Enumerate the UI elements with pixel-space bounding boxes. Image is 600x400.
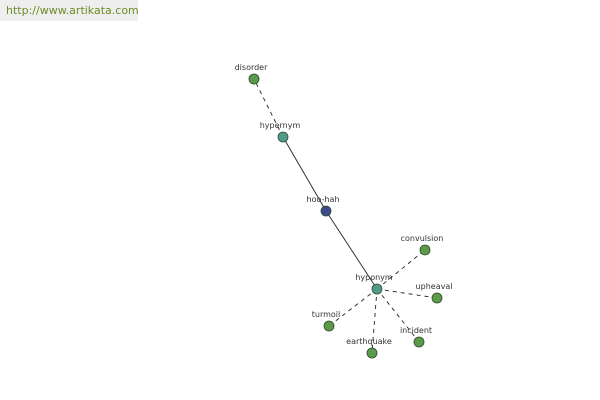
node-label-hoo-hah: hoo-hah (307, 195, 340, 204)
node-circle-upheaval[interactable] (431, 292, 443, 304)
edge-hypernym-hoo-hah (282, 136, 327, 212)
node-label-upheaval: upheaval (416, 282, 453, 291)
node-label-hypernym: hypernym (260, 121, 301, 130)
edge-hypernym-disorder (253, 78, 284, 138)
edges-layer (253, 78, 438, 354)
node-turmoil[interactable]: turmoil (312, 310, 341, 332)
node-label-hyponym: hyponym (355, 273, 393, 282)
node-circle-hoo-hah[interactable] (320, 205, 332, 217)
edge-hyponym-upheaval (376, 288, 438, 299)
node-circle-hypernym[interactable] (277, 131, 289, 143)
node-circle-incident[interactable] (413, 336, 425, 348)
node-circle-disorder[interactable] (248, 73, 260, 85)
node-earthquake[interactable]: earthquake (346, 337, 392, 359)
node-circle-turmoil[interactable] (323, 320, 335, 332)
edge-hyponym-earthquake (371, 288, 378, 354)
node-label-earthquake: earthquake (346, 337, 392, 346)
node-label-convulsion: convulsion (401, 234, 444, 243)
node-circle-convulsion[interactable] (419, 244, 431, 256)
node-convulsion[interactable]: convulsion (401, 234, 444, 256)
node-hypernym[interactable]: hypernym (260, 121, 301, 143)
edge-hyponym-incident (376, 288, 420, 343)
node-circle-hyponym[interactable] (371, 283, 383, 295)
node-hoo-hah[interactable]: hoo-hah (307, 195, 340, 217)
edge-hyponym-turmoil (328, 288, 378, 327)
node-hyponym[interactable]: hyponym (355, 273, 393, 295)
node-label-incident: incident (400, 326, 432, 335)
edge-hyponym-convulsion (376, 249, 426, 290)
node-label-disorder: disorder (235, 63, 269, 72)
node-disorder[interactable]: disorder (235, 63, 269, 85)
nodes-layer: disorder hypernym hoo-hah hyponym convulsion… (235, 63, 453, 359)
watermark-url[interactable]: http://www.artikata.com (6, 4, 139, 17)
edge-hoo-hah-hyponym (325, 210, 378, 290)
node-upheaval[interactable]: upheaval (416, 282, 453, 304)
node-incident[interactable]: incident (400, 326, 432, 348)
node-label-turmoil: turmoil (312, 310, 341, 319)
node-circle-earthquake[interactable] (366, 347, 378, 359)
watermark-bar: http://www.artikata.com (0, 0, 139, 21)
